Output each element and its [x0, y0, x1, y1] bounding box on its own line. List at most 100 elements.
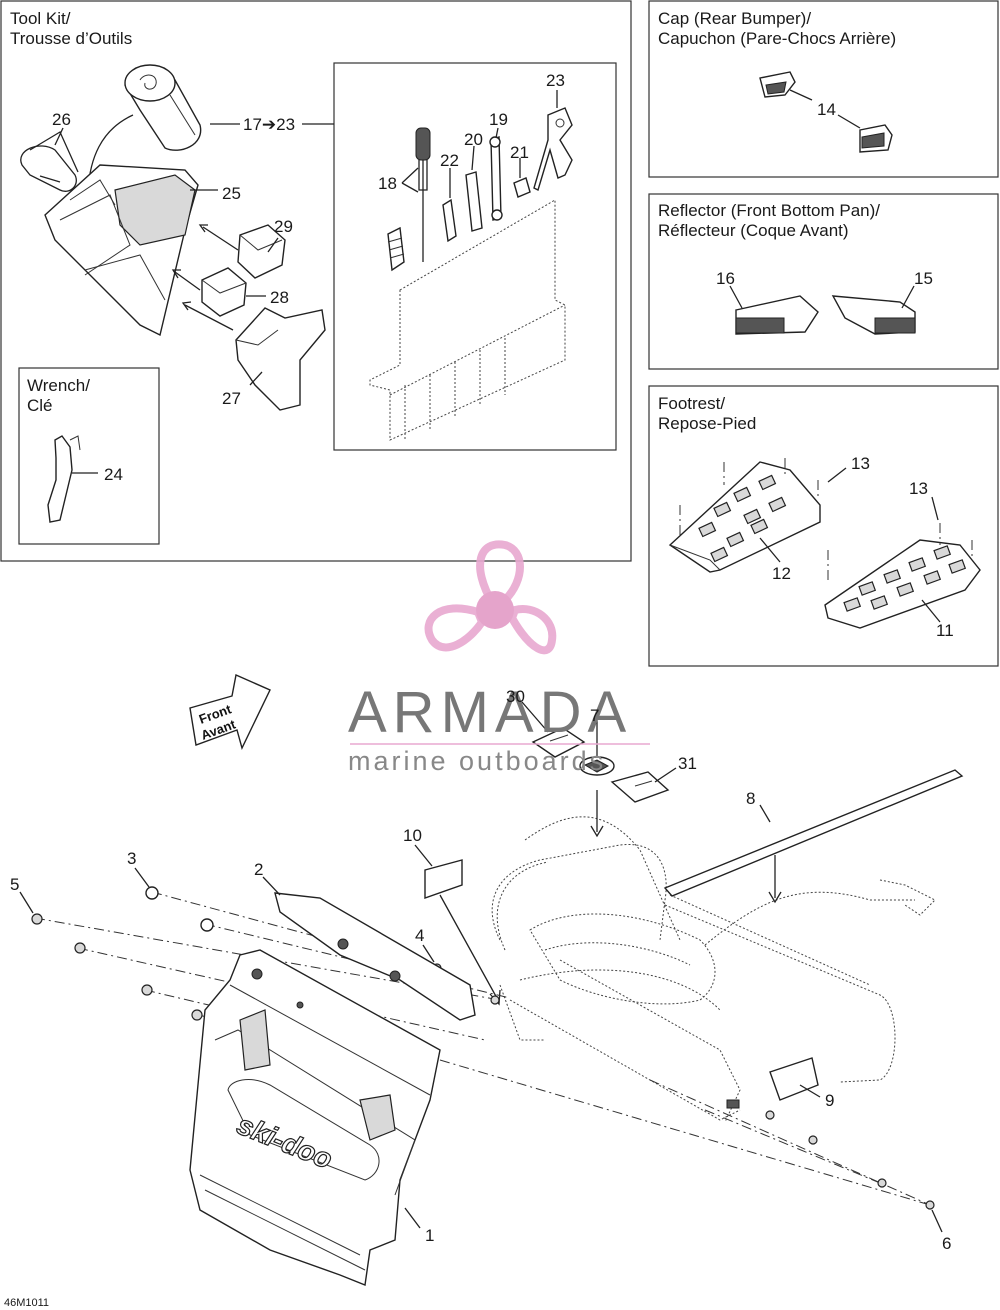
reinforcement-plate-2 — [274, 892, 476, 1021]
callout-9: 9 — [825, 1091, 834, 1110]
callout-12: 12 — [772, 564, 791, 583]
callout-22: 22 — [440, 151, 459, 170]
tool-roll — [124, 64, 202, 151]
callout-7: 7 — [590, 706, 599, 725]
callout-line-18b — [401, 182, 419, 193]
callout-line-11 — [921, 599, 941, 623]
callout-4: 4 — [415, 926, 424, 945]
wrench-title-line1: Wrench/ — [27, 376, 90, 395]
arrow-10 — [439, 894, 499, 1001]
cap-part-b — [859, 124, 893, 153]
callout-2: 2 — [254, 860, 263, 879]
decal-31 — [610, 771, 670, 803]
callout-5: 5 — [10, 875, 19, 894]
callout-line-20 — [471, 145, 475, 171]
callout-13-upper: 13 — [851, 454, 870, 473]
front-arrow — [189, 674, 271, 750]
bit-holder — [387, 226, 405, 272]
decal-9 — [769, 1057, 819, 1101]
wrench-title-line2: Clé — [27, 396, 53, 415]
callout-21: 21 — [510, 143, 529, 162]
cap-title-line2: Capuchon (Pare-Chocs Arrière) — [658, 29, 896, 48]
callout-14: 14 — [817, 100, 836, 119]
callout-31: 31 — [678, 754, 697, 773]
callout-line-9 — [799, 1084, 821, 1098]
hex-key-20 — [465, 171, 483, 232]
rivets-3 — [145, 886, 214, 932]
arrow-28 — [174, 271, 201, 291]
callout-24: 24 — [104, 465, 123, 484]
reflector-title-line2: Réflecteur (Coque Avant) — [658, 221, 849, 240]
callout-11: 11 — [936, 621, 954, 640]
arrowhead-7 — [590, 825, 604, 838]
footrest-title-line1: Footrest/ — [658, 394, 725, 413]
reflector-15 — [831, 295, 916, 335]
arrow-27 — [184, 304, 234, 331]
footrest-panel — [648, 385, 999, 667]
tool-pouch — [369, 199, 566, 441]
pad-28 — [201, 267, 247, 317]
pad-29 — [237, 224, 286, 279]
callout-30: 30 — [506, 687, 525, 706]
callout-19: 19 — [489, 110, 508, 129]
snow-flap-1 — [189, 949, 441, 1286]
nuts-5 — [31, 913, 203, 1021]
watermark-brand: ARMADA — [348, 680, 632, 745]
rear-plate-detail — [726, 1099, 740, 1109]
callout-line-14a — [789, 89, 813, 101]
callout-10: 10 — [403, 826, 422, 845]
wrench-panel — [18, 367, 160, 545]
cap-part-a — [759, 71, 796, 98]
strap — [20, 131, 79, 192]
watermark-tagline: marine outboards — [348, 746, 606, 776]
footrest-12 — [668, 458, 821, 573]
callout-6: 6 — [942, 1234, 951, 1253]
callout-line-13a — [827, 467, 847, 483]
callout-16: 16 — [716, 269, 735, 288]
spark-plug-wrench-23 — [533, 107, 573, 191]
callout-line-2 — [262, 876, 281, 896]
callout-line-12 — [759, 537, 781, 563]
cap-7 — [579, 756, 615, 776]
tool-kit-title-line2: Trousse d’Outils — [10, 29, 132, 48]
decal-10 — [424, 859, 463, 899]
footrest-11 — [824, 523, 981, 629]
callout-26: 26 — [52, 110, 71, 129]
arrowhead-27 — [181, 301, 192, 311]
nuts-6 — [765, 1110, 935, 1210]
callout-1: 1 — [425, 1226, 434, 1245]
pad-27 — [235, 307, 326, 411]
callout-line-19 — [495, 127, 499, 139]
callout-line-5 — [19, 891, 34, 914]
reinforcement-8 — [663, 769, 964, 897]
arrowhead-28 — [171, 269, 181, 279]
figure-code: 46M1011 — [4, 1297, 49, 1309]
callout-line-14b — [837, 114, 861, 129]
callout-line-31 — [654, 767, 677, 783]
callout-line-18a — [401, 167, 419, 184]
watermark-logo — [424, 540, 557, 655]
socket-22 — [442, 198, 457, 243]
callout-25: 25 — [222, 184, 241, 203]
arrow-29 — [202, 226, 239, 251]
nut-21 — [513, 177, 531, 198]
callout-line-15 — [901, 285, 915, 309]
callout-line-13b — [931, 496, 939, 521]
cap-panel — [648, 0, 999, 178]
callout-line-16 — [729, 285, 743, 309]
tool-kit-title-line1: Tool Kit/ — [10, 9, 71, 28]
arrowhead-8 — [768, 891, 782, 904]
callout-line-27 — [249, 371, 263, 386]
callout-29: 29 — [274, 217, 293, 236]
arrowhead-29 — [198, 224, 208, 233]
decal-30 — [531, 727, 586, 758]
callout-3: 3 — [127, 849, 136, 868]
callout-line-10 — [414, 844, 433, 867]
callout-27: 27 — [222, 389, 241, 408]
callout-13-lower: 13 — [909, 479, 928, 498]
reflector-title-line1: Reflector (Front Bottom Pan)/ — [658, 201, 880, 220]
screwdriver — [415, 127, 431, 262]
tool-kit-panel — [0, 0, 632, 562]
cap-title-line1: Cap (Rear Bumper)/ — [658, 9, 811, 28]
